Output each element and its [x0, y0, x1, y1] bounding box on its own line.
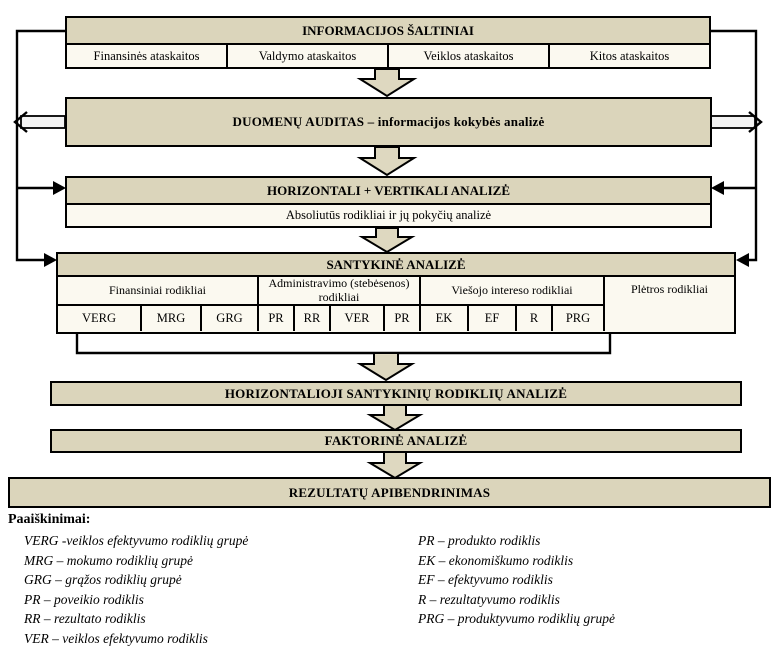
- flow-arrow-santykine-ratio-icon: [356, 352, 416, 382]
- factor-analysis-box: FAKTORINĖ ANALIZĖ: [50, 429, 742, 453]
- code-ef: EF: [469, 306, 517, 331]
- legend-item-pr: PR – poveikio rodiklis: [24, 591, 144, 607]
- ratio-analysis-box: HORIZONTALIOJI SANTYKINIŲ RODIKLIŲ ANALI…: [50, 381, 742, 406]
- flow-arrow-sources-audit-icon: [356, 68, 418, 98]
- legend-left-column: VERG -veiklos efektyvumo rodiklių grupė …: [24, 531, 248, 647]
- code-rr: RR: [295, 306, 331, 331]
- code-mrg: MRG: [142, 306, 202, 331]
- hv-analysis-box: HORIZONTALI + VERTIKALI ANALIZĖ Absoliut…: [65, 176, 712, 228]
- code-grg: GRG: [202, 306, 259, 331]
- sources-title: INFORMACIJOS ŠALTINIAI: [67, 18, 709, 45]
- audit-title: DUOMENŲ AUDITAS – informacijos kokybės a…: [232, 114, 545, 129]
- sources-item-finansines: Finansinės ataskaitos: [67, 45, 228, 67]
- legend-heading: Paaiškinimai:: [8, 512, 91, 527]
- hv-analysis-title-row: HORIZONTALI + VERTIKALI ANALIZĖ: [67, 178, 710, 205]
- audit-left-bar: [20, 115, 66, 129]
- legend-right-column: PR – produkto rodiklis EK – ekonomiškumo…: [418, 531, 615, 629]
- flow-arrow-ratio-factor-icon: [366, 404, 424, 432]
- group-finansiniai: Finansiniai rodikliai: [58, 277, 259, 306]
- legend-item-mrg: MRG – mokumo rodiklių grupė: [24, 552, 193, 568]
- sources-box: INFORMACIJOS ŠALTINIAI Finansinės ataska…: [65, 16, 711, 69]
- sources-title-label: INFORMACIJOS ŠALTINIAI: [302, 22, 474, 38]
- santykine-table: SANTYKINĖ ANALIZĖ Finansiniai rodikliai …: [56, 252, 736, 334]
- code-prg: PRG: [553, 306, 605, 331]
- code-pr1: PR: [259, 306, 295, 331]
- legend-item-ver: VER – veiklos efektyvumo rodiklis: [24, 630, 208, 646]
- legend-item-prg: PRG – produktyvumo rodiklių grupė: [418, 611, 615, 626]
- feedback-right-santykine-arrowhead-icon: [736, 253, 749, 267]
- legend-item-grg: GRG – grąžos rodiklių grupė: [24, 572, 182, 587]
- legend-item-r: R – rezultatyvumo rodiklis: [418, 591, 560, 607]
- factor-analysis-title: FAKTORINĖ ANALIZĖ: [324, 433, 468, 448]
- group-pletros: Plėtros rodikliai: [631, 282, 708, 296]
- code-verg: VERG: [58, 306, 142, 331]
- audit-right-arrow-tip-icon: [748, 111, 763, 133]
- legend-item-rr: RR – rezultato rodiklis: [24, 611, 146, 626]
- santykine-title: SANTYKINĖ ANALIZĖ: [58, 254, 734, 277]
- legend-item-pr-produkto: PR – produkto rodiklis: [418, 533, 541, 548]
- audit-box: DUOMENŲ AUDITAS – informacijos kokybės a…: [65, 97, 712, 147]
- flow-arrow-hv-santykine-icon: [358, 227, 416, 254]
- feedback-line-left: [15, 29, 65, 262]
- santykine-collector-line: [75, 334, 612, 355]
- flow-arrow-factor-summary-icon: [366, 451, 424, 480]
- sources-item-veiklos: Veiklos ataskaitos: [389, 45, 550, 67]
- group-viesojo: Viešojo intereso rodikliai: [421, 277, 605, 306]
- sources-item-kitos: Kitos ataskaitos: [589, 48, 670, 63]
- code-pr2: PR: [385, 306, 421, 331]
- legend-item-ek: EK – ekonomiškumo rodiklis: [418, 552, 574, 568]
- legend-item-verg: VERG -veiklos efektyvumo rodiklių grupė: [24, 533, 249, 548]
- code-ver: VER: [331, 306, 385, 331]
- hv-analysis-subtitle: Absoliutūs rodikliai ir jų pokyčių anali…: [67, 205, 710, 226]
- flow-arrow-audit-hv-icon: [356, 146, 418, 177]
- feedback-left-santykine-arrowhead-icon: [44, 253, 57, 267]
- audit-right-bar: [710, 115, 756, 129]
- sources-item-row: Finansinės ataskaitos Valdymo ataskaitos…: [67, 45, 709, 67]
- legend-item-ef: EF – efektyvumo rodiklis: [418, 572, 553, 587]
- code-r: R: [517, 306, 553, 331]
- code-ek: EK: [421, 306, 469, 331]
- feedback-right-hv-arrowhead-icon: [711, 181, 724, 195]
- sources-item-valdymo: Valdymo ataskaitos: [228, 45, 389, 67]
- summary-title: REZULTATŲ APIBENDRINIMAS: [288, 484, 491, 500]
- feedback-line-right: [711, 29, 758, 262]
- summary-box: REZULTATŲ APIBENDRINIMAS: [8, 477, 771, 508]
- ratio-analysis-title: HORIZONTALIOJI SANTYKINIŲ RODIKLIŲ ANALI…: [224, 385, 568, 401]
- group-administravimo: Administravimo (stebėsenos) rodikliai: [259, 277, 421, 306]
- feedback-left-hv-arrowhead-icon: [53, 181, 66, 195]
- hv-analysis-title: HORIZONTALI + VERTIKALI ANALIZĖ: [266, 182, 511, 198]
- audit-left-arrow-tip-icon: [13, 111, 28, 133]
